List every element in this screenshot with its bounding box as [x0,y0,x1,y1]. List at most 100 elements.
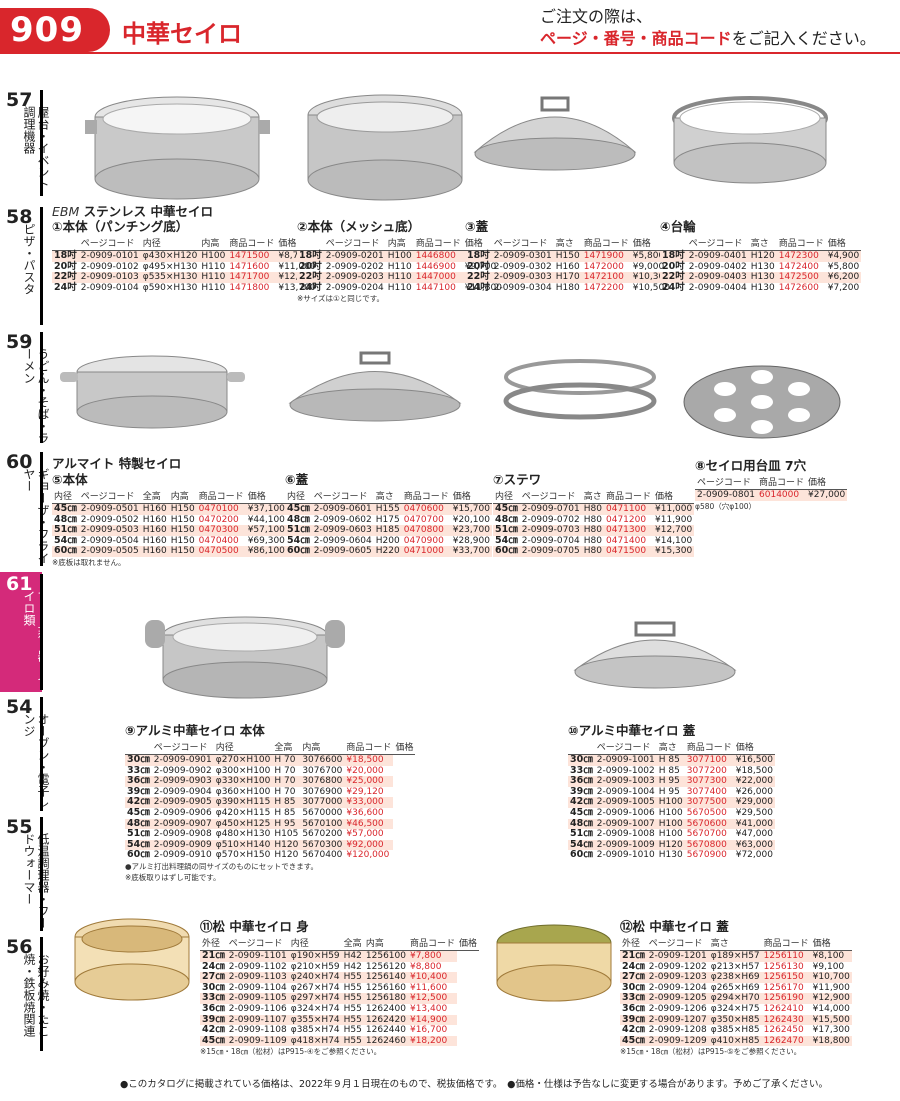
column-header: 高さ [748,235,777,251]
table-cell: 2-0909-0702 [521,514,580,525]
side-tab-number: 54 [6,696,33,718]
table-cell: ¥63,000 [733,839,775,851]
table-cell: ¥11,600 [409,982,448,993]
side-tab-number: 59 [6,331,33,353]
table-cell: 2-0909-1009 [594,839,657,851]
table-cell: φ297×H74 [288,993,342,1004]
table-cell: 1472400 [778,261,819,272]
table-cell: H150 [168,503,197,515]
table-cell: 2-0909-0801 [695,489,758,501]
table-cell: H150 [553,250,582,262]
column-header: 高さ [581,488,604,504]
order-notice: ご注文の際は、 ページ・番号・商品コードをご記入ください。 [540,6,876,50]
table-cell: 5670100 [300,818,345,830]
table-cell: ¥14,000 [812,1003,850,1014]
table-cell: ¥15,500 [810,1014,852,1026]
table-cell: 1447000 [413,272,463,283]
table-cell: 48㎝ [495,513,518,525]
table-cell: 0471100 [604,503,654,515]
table-cell: 2-0909-1101 [226,950,289,962]
table-cell: ¥47,000 [735,829,773,840]
table-cell: 54㎝ [125,838,152,851]
table-cell: ¥14,900 [407,1014,457,1026]
table-cell: 24㎝ [202,960,225,972]
column-header [465,235,492,251]
table-cell: 2-0909-1206 [648,1003,707,1014]
side-tab-divider [40,452,43,566]
table-cell: 2-0909-0402 [688,261,747,272]
table-cell: ¥12,900 [810,993,852,1004]
table-cell: 3077200 [686,765,727,776]
table-cell: ¥13,700 [278,282,316,293]
table-cell: φ418×H74 [288,1035,342,1047]
page-title: 中華セイロ [122,20,242,48]
column-header: 価格 [245,488,287,504]
table-cell: ¥17,300 [812,1025,850,1036]
table-cell: 2-0909-1205 [646,993,709,1004]
table-cell: 5670200 [302,829,343,840]
table-cell: 2-0909-0704 [521,535,580,546]
table-cell: 1446900 [415,261,456,272]
table-cell: 24吋 [54,281,77,293]
table-cell: 2-0909-0403 [686,272,749,283]
table-cell: H105 [274,829,299,840]
side-tab-divider [40,937,43,1051]
table-cell: 0470300 [196,525,246,536]
table-cell: H160 [140,525,169,536]
table-cell: 51㎝ [52,524,79,536]
table-cell: ¥4,900 [825,250,862,262]
table-cell: ¥8,100 [810,950,852,962]
table-cell: H 70 [272,754,301,766]
side-tab-divider [40,90,43,196]
table-cell: 1471900 [581,250,631,262]
table-cell: ¥6,200 [825,272,862,283]
table-cell: H150 [170,514,195,525]
table-cell: φ350×H85 [708,1014,762,1026]
column-header: 内高 [168,488,197,504]
table-cell: ¥36,600 [346,807,384,818]
table-cell: H130 [748,272,777,283]
table-cell: 33㎝ [620,992,647,1004]
table-cell: 2-0909-0908 [153,829,212,840]
table-cell: ¥11,900 [812,982,850,993]
table-cell: ¥11,000 [653,503,695,515]
table-cell: 1472000 [583,261,624,272]
column-header: 外径 [200,935,227,951]
table-cell: 2-0909-0601 [311,503,374,515]
table-cell: H100 [385,250,414,262]
table-cell: ¥20,100 [452,514,490,525]
table-cell: H130 [750,261,775,272]
column-header: 価格 [653,488,695,504]
table-cell: 2-0909-0909 [151,839,214,851]
table-cell: H 85 [272,797,301,808]
table-cell: 51㎝ [493,524,520,536]
table-cell: φ330×H100 [213,776,273,787]
column-header: 内高 [300,739,345,755]
table-cell: H 85 [656,754,685,766]
table-cell: ¥44,100 [247,514,285,525]
side-tab-label: うどん・そば・ラーメン [22,348,50,444]
table-cell: 3077000 [300,797,345,808]
column-header: 全高 [140,488,169,504]
table-cell: φ294×H70 [708,993,762,1004]
table-cell: ¥37,100 [245,503,287,515]
